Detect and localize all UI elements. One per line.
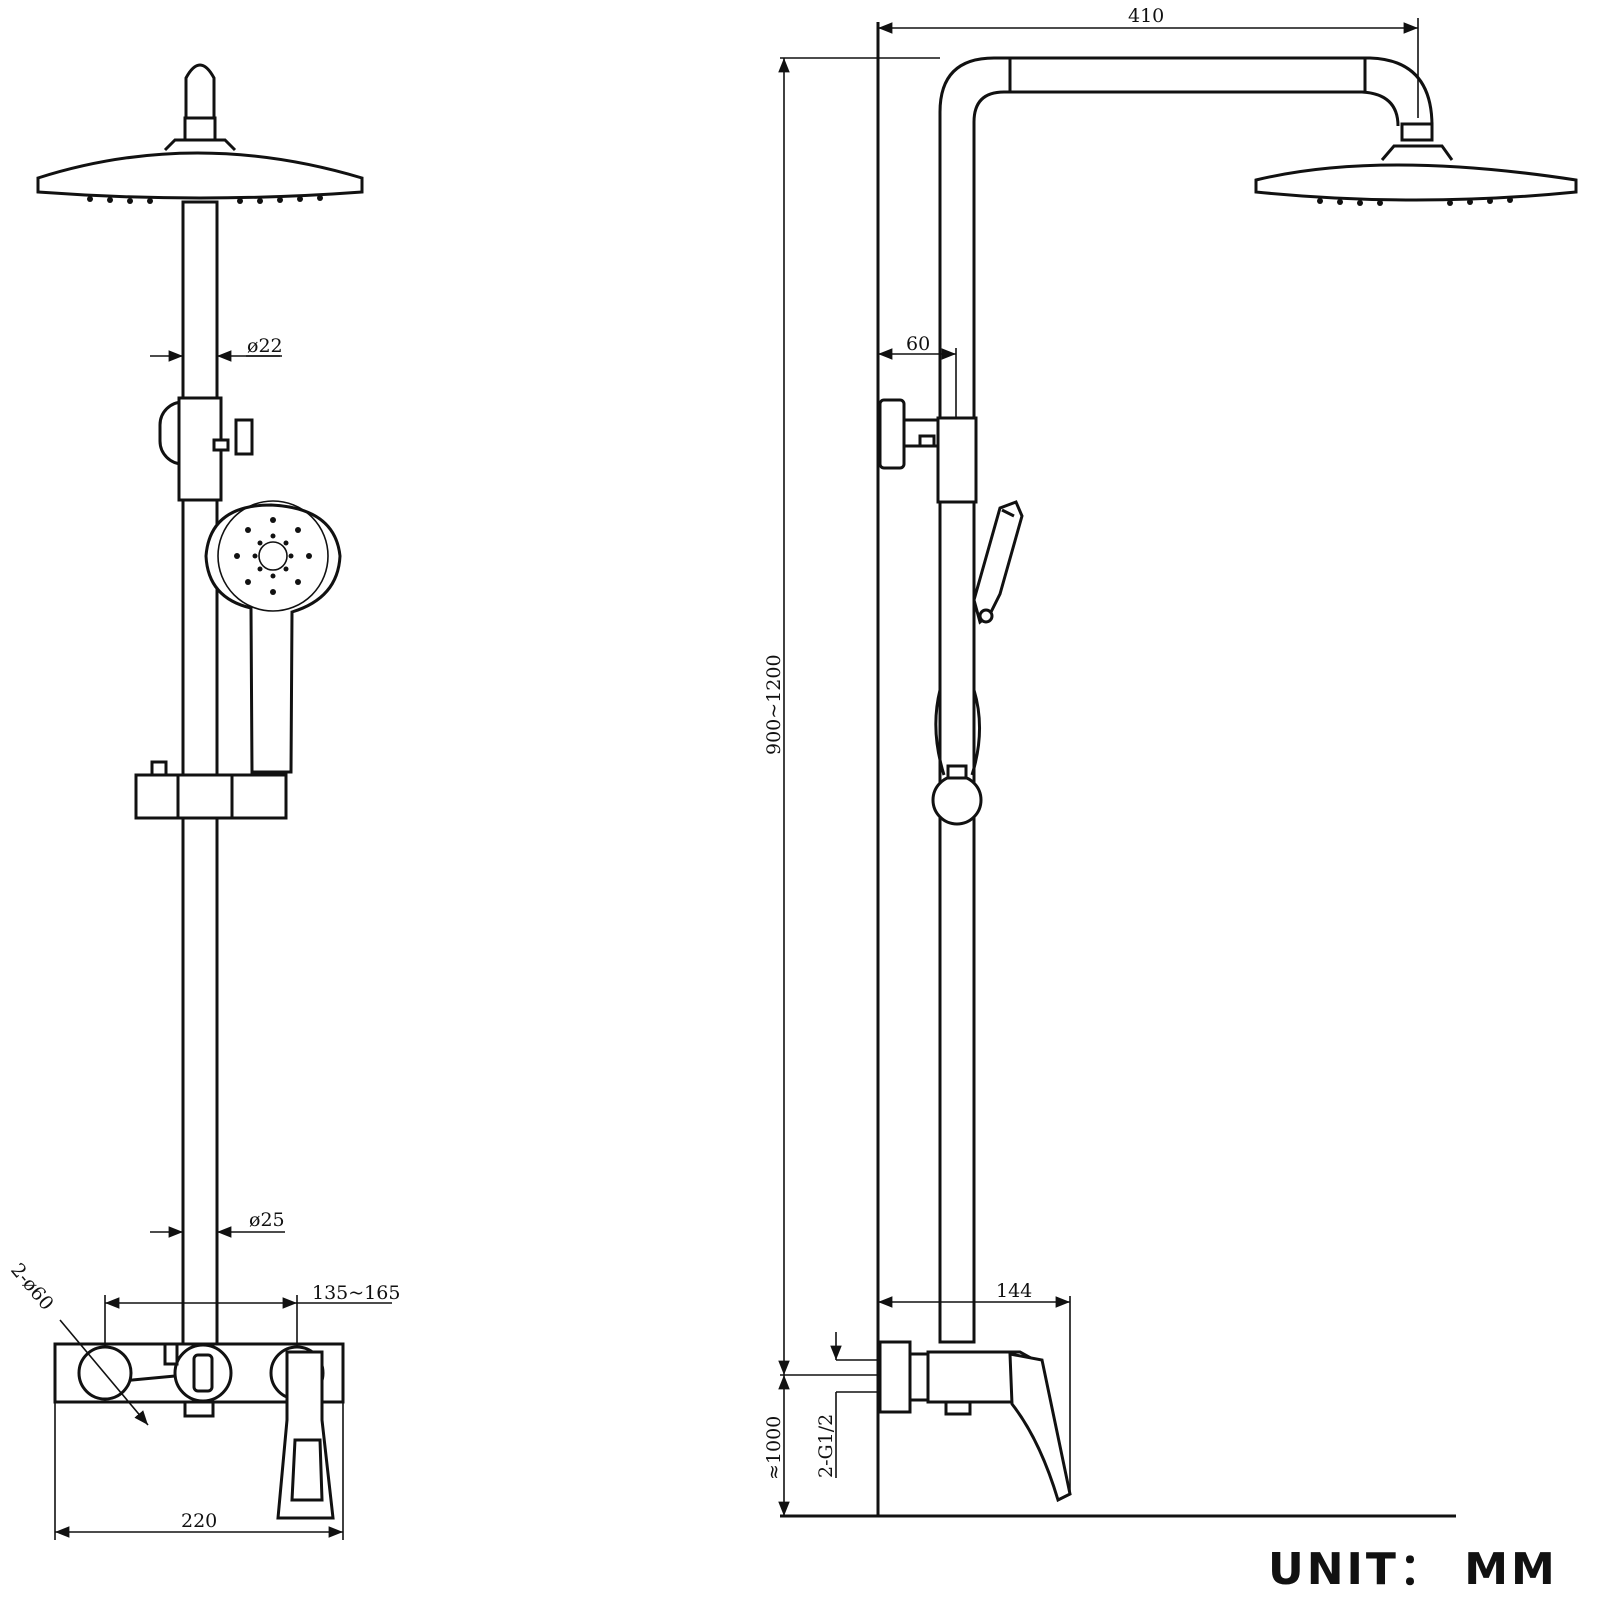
side-slider <box>931 774 983 826</box>
dim-label-width: 220 <box>181 1510 217 1532</box>
front-bracket-screw <box>234 418 254 456</box>
dim-label-lower-pipe-diameter: ø25 <box>249 1209 285 1231</box>
dim-label-wall-offset: 60 <box>906 333 930 355</box>
side-view: 410 60 900~1200 ≈1000 2-G1/2 <box>763 5 1578 1518</box>
dim-label-inlet-thread: 2-G1/2 <box>815 1414 837 1478</box>
dim-inlet-thread: 2-G1/2 <box>815 1332 880 1478</box>
front-shower-arm-nut <box>183 116 217 142</box>
dim-valve-projection: 144 <box>878 1280 1071 1494</box>
dim-upper-pipe-diameter: ø22 <box>150 335 283 362</box>
front-lower-pipe <box>181 816 219 1346</box>
dim-label-inlet-spacing: 135~165 <box>312 1282 400 1304</box>
front-head-nozzles <box>87 195 323 204</box>
front-shower-arm-nub <box>184 63 216 122</box>
dim-label-valve-projection: 144 <box>996 1280 1032 1302</box>
dim-label-upper-pipe-diameter: ø22 <box>247 335 283 357</box>
side-rain-shower-head <box>1254 163 1578 202</box>
dim-label-adjustable-height: 900~1200 <box>763 654 785 755</box>
dim-arm-reach: 410 <box>878 5 1419 118</box>
front-hand-shower-nozzles <box>234 517 312 595</box>
front-rain-shower-head <box>36 151 364 200</box>
dim-lower-pipe-diameter: ø25 <box>150 1209 285 1238</box>
side-hand-shower <box>972 500 1024 625</box>
dim-adjustable-height: 900~1200 <box>763 57 940 1375</box>
side-lower-pipe <box>938 500 976 1344</box>
dim-label-valve-height: ≈1000 <box>763 1416 785 1480</box>
dim-width: 220 <box>54 1402 344 1540</box>
side-mixer-lever <box>1008 1352 1072 1503</box>
dim-valve-height: ≈1000 <box>763 1374 880 1516</box>
dim-label-arm-reach: 410 <box>1128 5 1164 27</box>
side-head-nozzles <box>1317 197 1513 206</box>
side-riser-arm <box>938 56 1434 418</box>
front-view: ø22 ø25 135~165 2-ø60 220 <box>6 63 400 1540</box>
front-hand-shower <box>204 503 342 774</box>
dim-wall-offset: 60 <box>878 333 957 418</box>
unit-label: UNIT： MM <box>1268 1544 1558 1595</box>
dim-inlet-spacing: 135~165 <box>104 1282 400 1348</box>
dim-label-escutcheon: 2-ø60 <box>6 1259 58 1315</box>
side-wall-bracket <box>878 398 906 470</box>
front-slider-holder <box>134 773 288 820</box>
side-escutcheon <box>878 1340 912 1414</box>
